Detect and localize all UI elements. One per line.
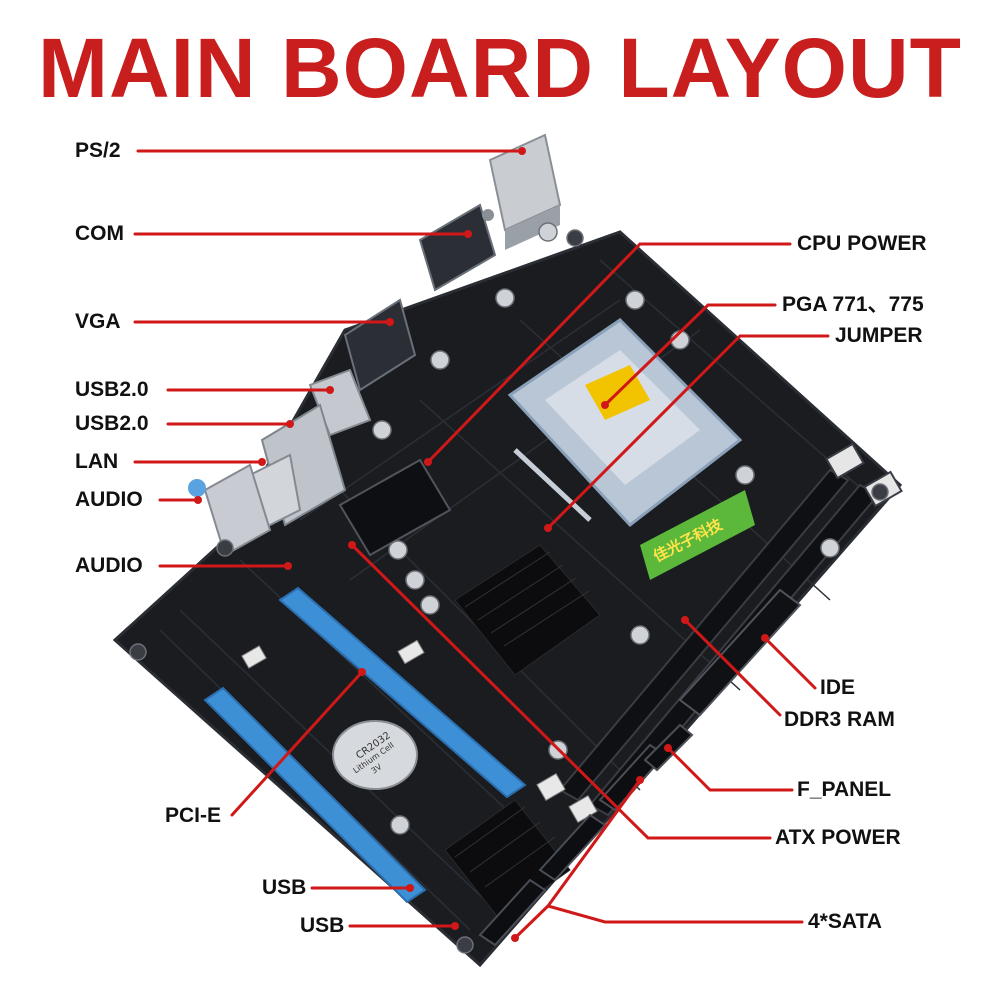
label-com: COM	[75, 222, 124, 245]
ps2-port	[488, 133, 562, 250]
leader-cpu-power	[426, 242, 792, 464]
label-vga: VGA	[75, 310, 121, 333]
leader-pcie	[230, 670, 364, 817]
label-sata: 4*SATA	[808, 910, 882, 933]
leader-f-panel	[666, 746, 794, 792]
pcie-slots	[203, 586, 527, 904]
label-audio-lower: AUDIO	[75, 554, 143, 577]
label-pga: PGA 771、775	[782, 293, 924, 316]
leader-dots	[194, 147, 769, 942]
sata-connectors	[478, 743, 667, 947]
label-lan: LAN	[75, 450, 119, 473]
ide-connector	[678, 588, 802, 717]
vga-port	[343, 298, 417, 392]
label-audio-upper: AUDIO	[75, 488, 143, 511]
label-usb20-lower: USB2.0	[75, 412, 149, 435]
leader-lines	[133, 149, 830, 940]
atx-power-connector	[338, 458, 452, 557]
leader-ide	[763, 636, 817, 690]
cmos-battery: CR2032 Lithium Cell 3V	[332, 720, 418, 790]
label-pcie: PCI-E	[165, 804, 222, 827]
mount-holes	[129, 229, 889, 954]
chipset-heatsink-north	[454, 544, 601, 676]
audio-jacks	[188, 463, 272, 557]
label-f-panel: F_PANEL	[797, 778, 892, 801]
label-atx-power: ATX POWER	[775, 826, 901, 849]
leader-ddr3	[683, 618, 782, 717]
leader-atx-power	[350, 543, 772, 840]
com-port	[418, 203, 497, 292]
label-usb20-upper: USB2.0	[75, 378, 149, 401]
label-usb-upper: USB	[262, 876, 307, 899]
label-ps2: PS/2	[75, 139, 121, 162]
label-ddr3: DDR3 RAM	[784, 708, 895, 731]
leader-sata	[513, 778, 804, 940]
label-usb-lower: USB	[300, 914, 345, 937]
label-jumper: JUMPER	[835, 324, 923, 347]
label-cpu-power: CPU POWER	[797, 232, 927, 255]
page-title: MAIN BOARD LAYOUT	[38, 21, 962, 115]
leader-pga	[603, 303, 777, 407]
leader-jumper	[546, 334, 830, 530]
label-ide: IDE	[820, 676, 856, 699]
small-components	[241, 639, 598, 823]
